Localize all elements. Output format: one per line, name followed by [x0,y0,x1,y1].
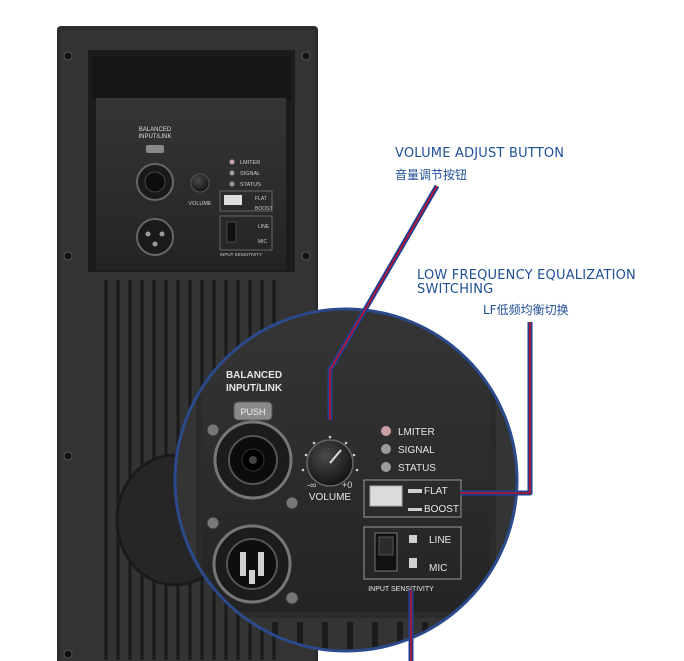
limiter-led [381,426,391,436]
mic-label: MIC [429,563,447,574]
line-label: LINE [429,535,452,546]
input-sensitivity-switch: LINE MIC INPUT SENSITIVITY [363,526,462,593]
volume-callout-subtitle: 音量调节按钮 [395,168,468,182]
status-label: STATUS [398,463,436,474]
volume-min-label: -∞ [307,480,316,490]
volume-callout-title: VOLUME ADJUST BUTTON [395,146,565,161]
small-volume-label: VOLUME [188,201,212,207]
small-balanced-label-2: INPUT/LINK [138,134,171,140]
signal-label: SIGNAL [398,445,435,456]
flat-label: FLAT [424,486,448,497]
lf-callout-title-line1: LOW FREQUENCY EQUALIZATION [417,268,636,283]
volume-label: VOLUME [309,492,352,503]
lf-callout-subtitle: LF低频均衡切换 [483,303,569,317]
small-balanced-label-1: BALANCED [139,127,172,133]
small-control-panel: BALANCED INPUT/LINK VOLUME LMITER SIGNAL… [136,127,273,257]
small-mic-label: MIC [258,239,268,245]
combo-jack-connector: PUSH [213,401,293,500]
small-flat-label: FLAT [255,196,267,202]
small-line-label: LINE [258,224,270,230]
status-led [381,462,391,472]
boost-label: BOOST [424,504,459,515]
signal-led [381,444,391,454]
small-status-label: STATUS [240,182,261,188]
lf-eq-switch: FLAT BOOST [363,479,462,518]
xlr-output-connector [212,524,292,604]
limiter-label: LMITER [398,427,435,438]
balanced-label-line2: INPUT/LINK [226,383,283,394]
push-label: PUSH [240,407,265,417]
small-input-sensitivity-label: INPUT SENSITIVITY [220,252,262,257]
small-limiter-label: LMITER [240,160,260,166]
callout-lines [327,184,533,661]
balanced-label-line1: BALANCED [226,370,282,381]
status-leds: LMITER SIGNAL STATUS [381,426,436,474]
small-signal-label: SIGNAL [240,171,260,177]
volume-knob: -∞ +0 VOLUME [301,435,359,503]
small-boost-label: BOOST [255,206,273,212]
volume-max-label: +0 [342,480,352,490]
zoom-magnifier: BALANCED INPUT/LINK PUSH -∞ +0 [173,307,519,653]
lf-callout-title-line2: SWITCHING [417,282,494,297]
input-sensitivity-label: INPUT SENSITIVITY [368,586,434,593]
